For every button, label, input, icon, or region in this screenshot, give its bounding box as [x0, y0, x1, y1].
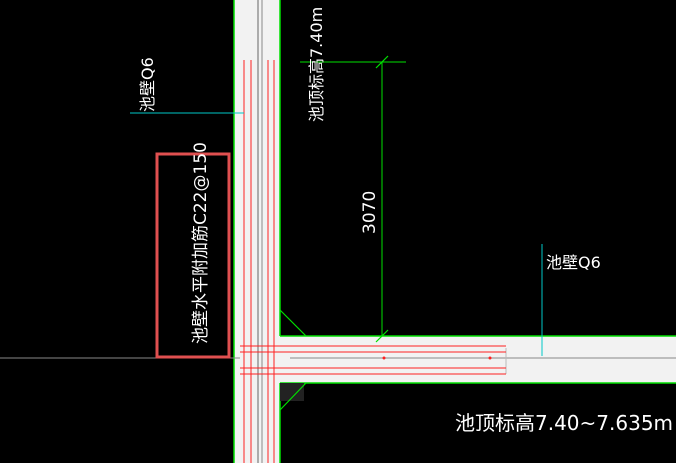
label-wall-right: 池壁Q6 — [546, 253, 601, 272]
corner-chamfer-bottom — [279, 382, 307, 411]
dimension-tick-bottom — [375, 329, 389, 343]
corner-chamfer-top — [279, 309, 307, 337]
label-dimension: 3070 — [360, 191, 380, 234]
label-wall-left: 池壁Q6 — [138, 57, 157, 112]
label-top-elevation: 池顶标高7.40m — [307, 7, 326, 122]
label-bottom-elevation: 池顶标高7.40~7.635m — [455, 411, 673, 435]
highlight-box — [155, 152, 231, 359]
label-rebar-note: 池壁水平附加筋C22@150 — [191, 142, 211, 344]
dimension-tick-top — [375, 55, 389, 69]
corner-patch — [280, 383, 304, 401]
rebar-dot-1 — [382, 356, 386, 360]
horizontal-wall — [280, 336, 676, 383]
rebar-dot-2 — [488, 356, 492, 360]
vertical-wall — [234, 0, 280, 463]
